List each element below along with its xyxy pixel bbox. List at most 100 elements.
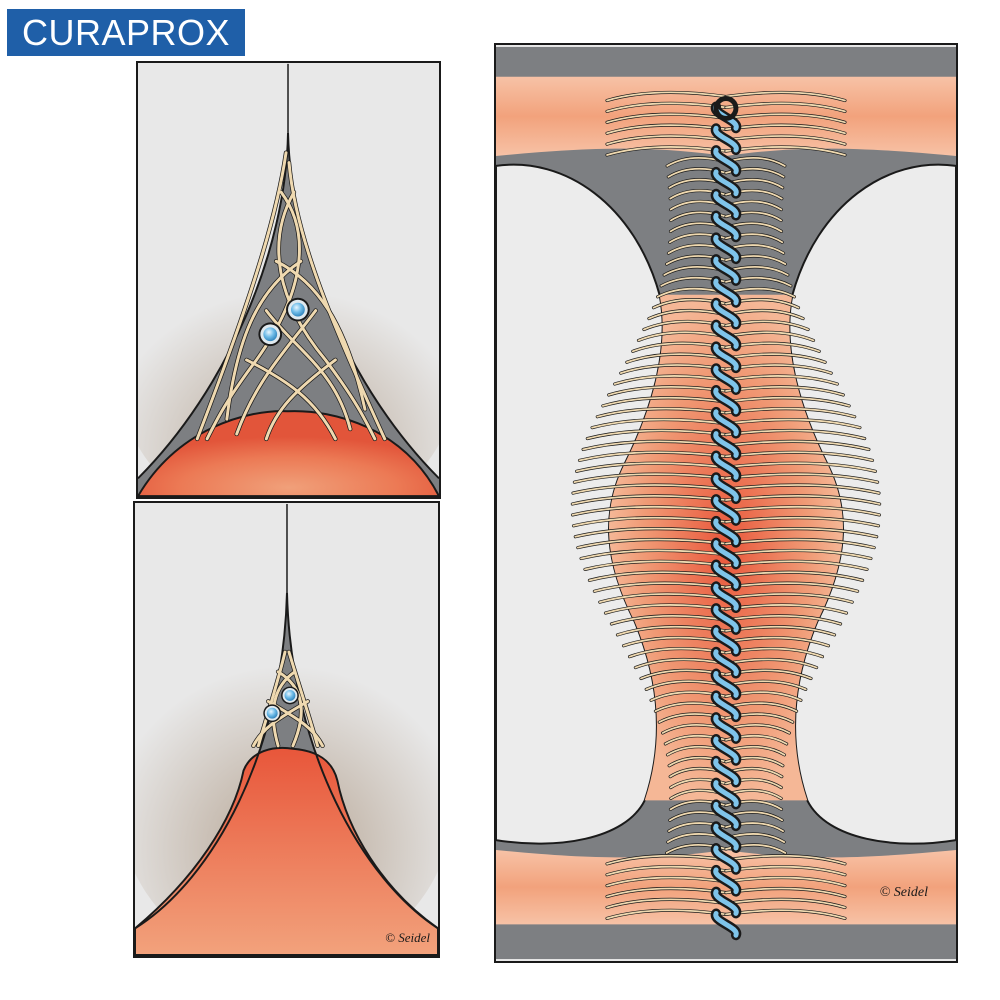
bristle — [601, 396, 727, 407]
bristle — [725, 604, 848, 614]
interdental-panel-bottom: © Seidel — [133, 501, 440, 958]
interdental-brush-panel: © Seidel — [494, 43, 958, 963]
wire-twist — [713, 649, 739, 676]
bristle — [725, 658, 818, 669]
wire-twist — [713, 889, 739, 916]
bristle — [571, 505, 727, 516]
interdental-illustration-bottom — [135, 503, 438, 956]
bristle — [593, 582, 727, 593]
bristle — [725, 135, 846, 146]
wire-twist — [713, 300, 739, 328]
interdental-illustration-top — [138, 63, 439, 497]
wire-twist — [713, 671, 739, 698]
bristle — [606, 854, 727, 865]
bristle — [725, 571, 864, 582]
bristle — [725, 353, 827, 364]
bristle — [637, 331, 727, 342]
wire-twist — [713, 256, 739, 284]
wire-twist — [713, 823, 739, 851]
wire-twist — [713, 431, 739, 458]
wire-twist — [713, 278, 739, 306]
bristle — [622, 636, 727, 647]
wire-twist — [713, 583, 739, 611]
wire-twist — [713, 780, 739, 807]
bristle — [725, 636, 830, 647]
bristle — [725, 538, 876, 549]
bristle — [725, 91, 846, 102]
wire-twist — [713, 125, 739, 153]
wire-twist — [713, 714, 739, 742]
wire-twist — [713, 191, 739, 218]
wire-loop — [713, 96, 739, 121]
brush-bristles — [570, 90, 882, 920]
bristle — [606, 898, 727, 909]
wire-twist — [713, 213, 739, 240]
wire-twist — [713, 474, 739, 502]
wire-twist — [713, 234, 739, 262]
wire-twist — [713, 518, 739, 546]
wire-twist — [713, 322, 739, 349]
wire-twist — [713, 409, 739, 437]
wire-twist — [713, 758, 739, 786]
bristle — [584, 560, 727, 571]
bristle — [725, 429, 866, 440]
bristle — [580, 549, 727, 560]
bristle — [725, 309, 804, 320]
signature-bottom: © Seidel — [385, 930, 430, 945]
bristle — [586, 429, 727, 440]
bristle — [725, 484, 880, 494]
bristle — [725, 505, 881, 516]
bristle — [578, 451, 727, 462]
bristle — [596, 407, 727, 418]
bristle — [725, 113, 846, 124]
bristle — [573, 473, 727, 484]
bristle — [725, 331, 815, 342]
wire-twist — [713, 801, 739, 829]
wire-twist — [713, 605, 739, 633]
bristle — [725, 407, 856, 418]
wire-twist — [713, 910, 739, 938]
wire-twist — [713, 845, 739, 873]
bristle — [725, 418, 861, 429]
bristle — [588, 571, 727, 582]
bristle — [725, 876, 846, 887]
bristle — [606, 876, 727, 887]
bristle — [625, 353, 727, 364]
bristle — [725, 375, 839, 385]
bacteria-dots — [263, 686, 299, 723]
wire-twist — [713, 365, 739, 393]
wire-twist — [713, 147, 739, 175]
bristle — [725, 560, 868, 571]
bristle — [725, 516, 880, 527]
wire-twist — [713, 540, 739, 567]
bristle — [725, 898, 846, 909]
wire-twist — [713, 387, 739, 415]
interdental-brush-illustration — [496, 46, 956, 960]
bristle — [575, 462, 727, 473]
bristle — [725, 396, 851, 407]
bristle — [725, 854, 846, 865]
bristle — [725, 473, 879, 484]
bristle — [725, 102, 846, 113]
bristle — [604, 604, 727, 614]
bristle — [725, 451, 874, 462]
bristle — [725, 462, 877, 473]
bristle — [606, 91, 727, 102]
bacteria-dots — [258, 297, 310, 347]
bristle — [576, 538, 727, 549]
wire-twist — [713, 867, 739, 895]
curaprox-logo: CURAPROX — [7, 9, 245, 56]
bristle — [725, 614, 842, 625]
interdental-panel-top — [136, 61, 441, 499]
bristle — [610, 614, 727, 625]
wire-twist — [713, 496, 739, 524]
wire-twist — [713, 736, 739, 764]
brush-wire — [711, 96, 741, 941]
bristle — [606, 135, 727, 146]
bristle — [725, 440, 870, 451]
signature-right: © Seidel — [879, 885, 928, 900]
bristle — [598, 593, 727, 604]
bristle — [725, 680, 807, 691]
bristle — [725, 527, 878, 538]
bristle — [591, 418, 727, 429]
